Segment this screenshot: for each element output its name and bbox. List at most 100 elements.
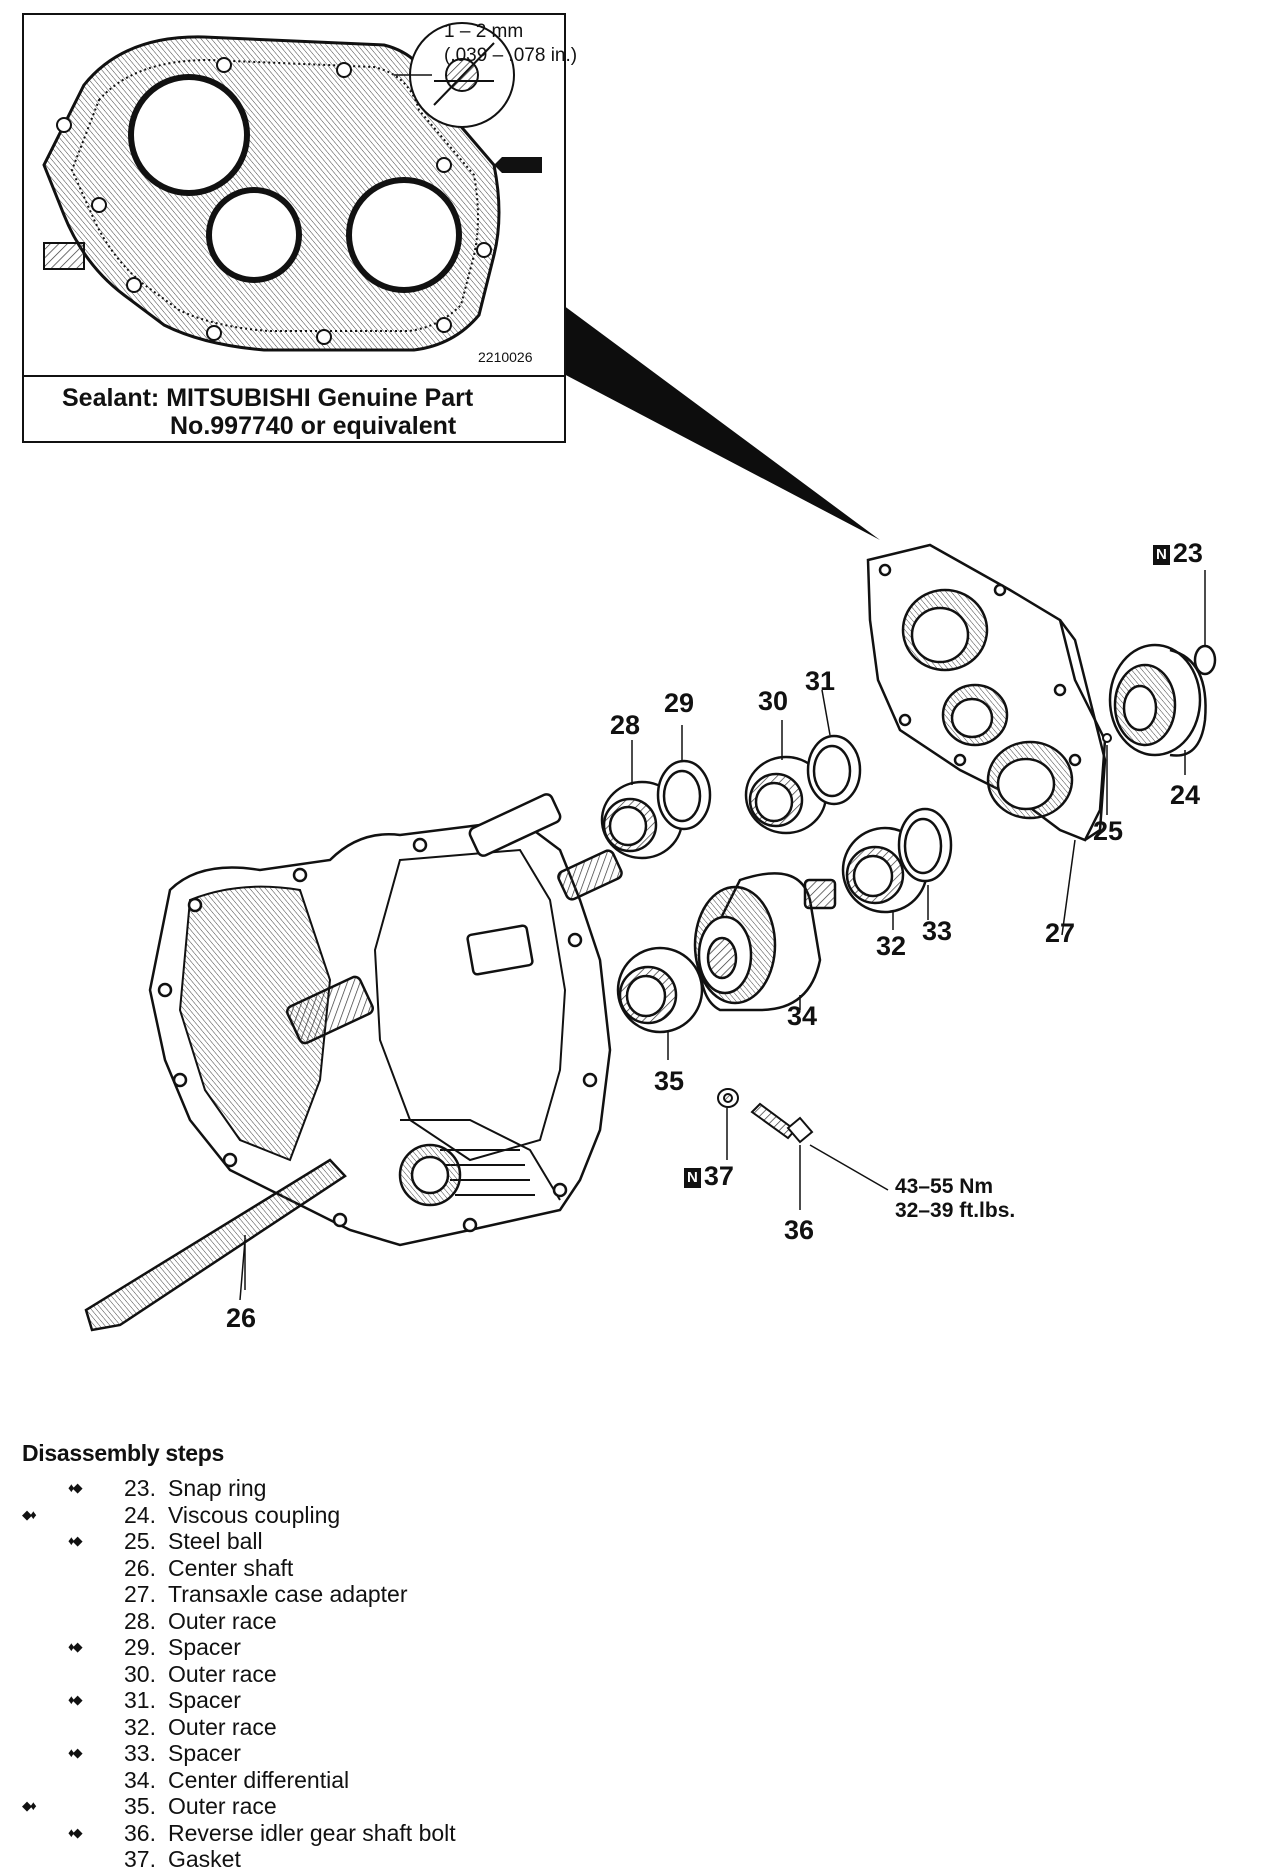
step-number: 35.: [124, 1793, 156, 1819]
step-label: Gasket: [168, 1846, 241, 1872]
dimension-text: 1 – 2 mm: [444, 21, 524, 42]
center-shaft: [84, 1158, 347, 1332]
new-part-badge: N: [684, 1167, 701, 1188]
step-item: ♦◆ 23. Snap ring: [22, 1475, 722, 1502]
step-label: Center differential: [168, 1766, 350, 1793]
inset-pointer-wedge: [540, 288, 880, 540]
steel-ball: [1102, 733, 1112, 743]
transaxle-case-adapter: [866, 543, 1107, 842]
step-label: Spacer: [168, 1634, 241, 1660]
dimension-text-inches: (.039 – .078 in.): [444, 45, 578, 66]
step-label: Snap ring: [168, 1475, 267, 1501]
reverse-idler-gear-shaft-bolt: [750, 1102, 814, 1144]
step-label: Outer race: [168, 1713, 277, 1740]
callout-32: 32: [876, 931, 907, 961]
service-point-marker: ♦◆: [68, 1533, 83, 1548]
step-number: 34.: [124, 1766, 156, 1793]
service-point-marker: ◆♦: [22, 1506, 37, 1522]
service-point-marker: ♦◆: [68, 1692, 83, 1707]
step-number: 31.: [124, 1687, 156, 1713]
step-label: Outer race: [168, 1793, 277, 1819]
step-number: 27.: [124, 1581, 156, 1607]
outer-race-30: [744, 755, 828, 835]
step-number: 23.: [124, 1475, 156, 1501]
step-number: 28.: [124, 1607, 156, 1634]
callout-31: 31: [805, 666, 836, 696]
step-item: 27. Transaxle case adapter: [22, 1581, 722, 1608]
center-differential: [693, 872, 837, 1012]
service-point-marker: ♦◆: [68, 1639, 83, 1654]
transaxle-case: [148, 793, 623, 1247]
step-number: 25.: [124, 1528, 156, 1554]
spacer-33: [897, 807, 953, 883]
step-item: ♦◆ 29. Spacer: [22, 1634, 722, 1661]
callout-35: 35: [654, 1066, 685, 1096]
steps-list: ♦◆ 23. Snap ring ◆♦ 24. Viscous coupling ♦◆ 25.…: [22, 1475, 722, 1873]
step-number: 32.: [124, 1713, 156, 1740]
step-label: Viscous coupling: [168, 1501, 341, 1528]
step-number: 26.: [124, 1554, 156, 1581]
callout-25: 25: [1093, 816, 1124, 846]
snap-ring: [1193, 644, 1217, 676]
step-number: 24.: [124, 1501, 156, 1528]
step-item: 26. Center shaft: [22, 1555, 722, 1582]
step-label: Transaxle case adapter: [168, 1581, 408, 1607]
callout-30: 30: [758, 686, 789, 716]
service-point-marker: ◆♦: [22, 1798, 37, 1813]
figure-code: 2210026: [478, 349, 533, 365]
sealant-caption-line1: Sealant: MITSUBISHI Genuine Part: [62, 384, 474, 412]
step-label: Outer race: [168, 1660, 277, 1687]
spacer-29: [656, 759, 712, 831]
callout-34: 34: [787, 1001, 818, 1031]
viscous-coupling: [1108, 643, 1207, 757]
step-item: 30. Outer race: [22, 1661, 722, 1688]
torque-spec: 43–55 Nm 32–39 ft.lbs.: [895, 1175, 1015, 1223]
step-label: Outer race: [168, 1607, 277, 1634]
sealant-caption-line2: No.997740 or equivalent: [170, 412, 457, 440]
step-label: Steel ball: [168, 1528, 263, 1554]
step-label: Spacer: [168, 1687, 241, 1713]
sealant-inset: 1 – 2 mm (.039 – .078 in.) 2210026 Seala…: [22, 13, 577, 443]
step-item: ♦◆ 33. Spacer: [22, 1740, 722, 1767]
outer-race-35: [616, 946, 704, 1034]
inset-drawing: [42, 22, 542, 352]
step-item: ♦◆ 36. Reverse idler gear shaft bolt: [22, 1820, 722, 1847]
step-item: ♦◆ 31. Spacer: [22, 1687, 722, 1714]
torque-ftlbs: 32–39 ft.lbs.: [895, 1199, 1016, 1222]
spacer-31: [806, 734, 862, 806]
step-item: ◆♦ 24. Viscous coupling: [22, 1502, 722, 1529]
step-item: 32. Outer race: [22, 1714, 722, 1741]
service-point-marker: ♦◆: [68, 1480, 83, 1495]
step-number: 36.: [124, 1819, 156, 1846]
sealant-caption: Sealant: MITSUBISHI Genuine Part No.9977…: [24, 375, 564, 443]
service-point-marker: ♦◆: [68, 1824, 83, 1840]
callout-33: 33: [922, 916, 953, 946]
step-item: 34. Center differential: [22, 1767, 722, 1794]
step-item: ◆♦ 35. Outer race: [22, 1793, 722, 1820]
step-number: 33.: [124, 1740, 156, 1766]
step-number: 29.: [124, 1634, 156, 1660]
step-number: 30.: [124, 1660, 156, 1687]
callout-36: 36: [784, 1215, 815, 1245]
step-label: Reverse idler gear shaft bolt: [168, 1819, 456, 1846]
callout-26: 26: [226, 1303, 257, 1333]
step-label: Center shaft: [168, 1554, 294, 1581]
service-point-marker: ♦◆: [68, 1745, 83, 1760]
step-label: Spacer: [168, 1740, 241, 1766]
callout-28: 28: [610, 710, 641, 740]
leader-lines: [239, 570, 1206, 1301]
torque-nm: 43–55 Nm: [895, 1175, 994, 1198]
gasket: [717, 1088, 739, 1108]
callout-29: 29: [664, 688, 695, 718]
exploded-view-diagram: [84, 288, 1217, 1332]
callout-24: 24: [1170, 780, 1201, 810]
step-item: 28. Outer race: [22, 1608, 722, 1635]
steps-title: Disassembly steps: [22, 1440, 225, 1466]
step-item: 37. Gasket: [22, 1846, 722, 1873]
disassembly-steps: Disassembly steps ♦◆ 23. Snap ring ◆♦ 24. Vis…: [22, 1440, 722, 1873]
new-part-badge: N: [1153, 544, 1170, 565]
callout-27: 27: [1045, 918, 1076, 948]
step-number: 37.: [124, 1846, 156, 1872]
